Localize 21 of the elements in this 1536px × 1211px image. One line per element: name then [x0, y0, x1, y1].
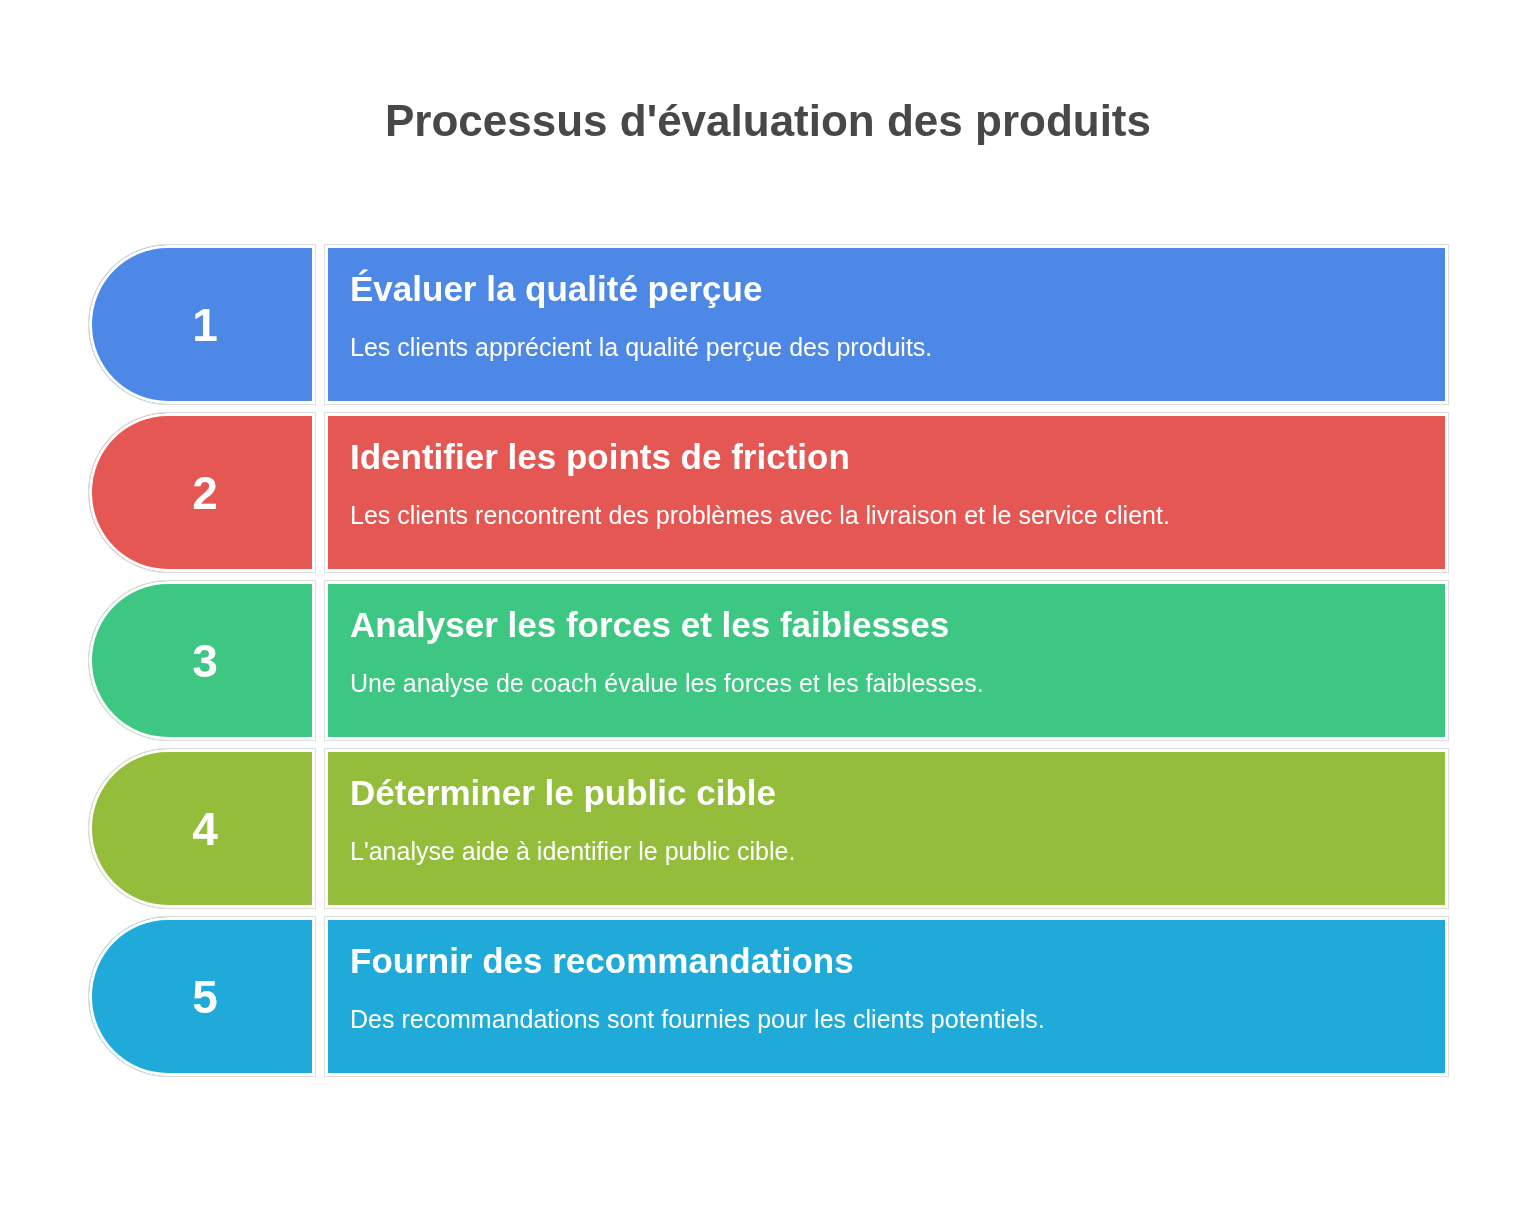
step-heading: Déterminer le public cible [350, 772, 776, 814]
step-number-tab: 1 [88, 244, 316, 405]
step-number-tab: 4 [88, 748, 316, 909]
step-card [324, 748, 1449, 909]
step-number-tab: 3 [88, 580, 316, 741]
step-number-tab: 2 [88, 412, 316, 573]
step-description: Des recommandations sont fournies pour les clients potentiels. [350, 1004, 1045, 1035]
step-description: Les clients apprécient la qualité perçue des produits. [350, 332, 933, 363]
step-card [324, 412, 1449, 573]
step-heading: Fournir des recommandations [350, 940, 854, 982]
step-heading: Évaluer la qualité perçue [350, 268, 763, 310]
step-description: Une analyse de coach évalue les forces et les faiblesses. [350, 668, 984, 699]
step-card [324, 580, 1449, 741]
diagram-title: Processus d'évaluation des produits [385, 96, 1151, 146]
step-heading: Identifier les points de friction [350, 436, 850, 478]
step-description: Les clients rencontrent des problèmes avec la livraison et le service client. [350, 500, 1170, 531]
step-card [324, 244, 1449, 405]
step-heading: Analyser les forces et les faiblesses [350, 604, 950, 646]
step-card [324, 916, 1449, 1077]
step-number-tab: 5 [88, 916, 316, 1077]
step-description: L'analyse aide à identifier le public cible. [350, 836, 796, 867]
